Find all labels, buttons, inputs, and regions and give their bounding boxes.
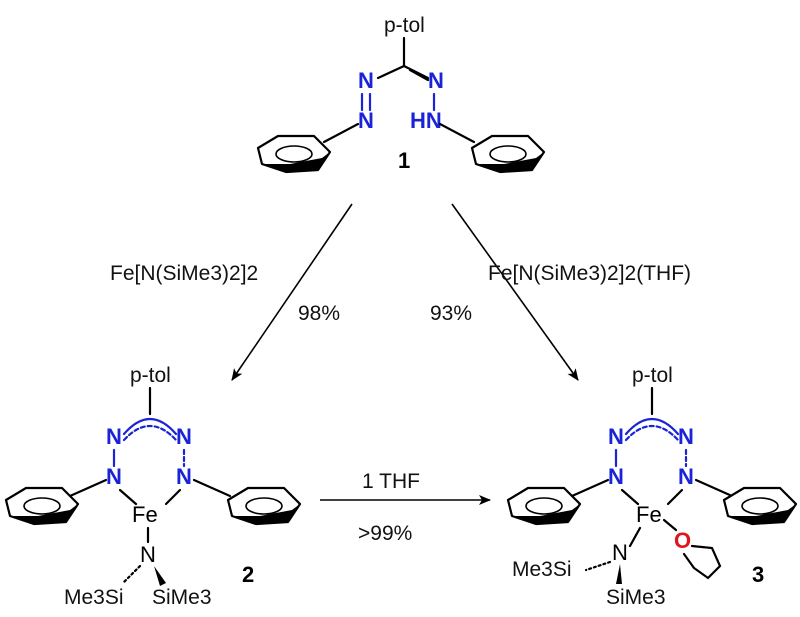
thf-ring xyxy=(682,544,722,580)
n-fe-bond xyxy=(164,488,182,506)
bond xyxy=(192,478,232,498)
bond xyxy=(68,478,108,498)
yield-right: 93% xyxy=(430,302,472,325)
n-fe-bond xyxy=(666,488,684,506)
n-fe-bond xyxy=(620,488,640,506)
yield-bottom: >99% xyxy=(358,522,412,545)
substituent-label: p-tol xyxy=(130,364,171,387)
bond xyxy=(376,64,406,80)
hashed-bond xyxy=(584,560,612,572)
yield-left: 98% xyxy=(298,302,340,325)
reaction-arrow-left xyxy=(231,203,353,381)
amide-nitrogen: N xyxy=(140,542,156,567)
delocalized-bond xyxy=(122,418,178,436)
substituent-label: p-tol xyxy=(384,14,425,37)
reagent-right: Fe[N(SiMe3)2]2(THF) xyxy=(488,262,691,285)
nitrogen-atom: N xyxy=(176,424,192,449)
silyl-group-left: Me3Si xyxy=(64,586,124,609)
nitrogen-atom: N xyxy=(678,464,694,489)
thf-oxygen: O xyxy=(674,528,691,553)
bond xyxy=(438,122,476,144)
fe-n-bond xyxy=(628,526,642,548)
compound-number: 1 xyxy=(398,148,410,173)
phenyl-ring-left xyxy=(506,486,582,526)
phenyl-ring-right xyxy=(226,486,302,526)
bond xyxy=(694,478,734,498)
silyl-group-left: Me3Si xyxy=(512,558,572,581)
nitrogen-atom: N xyxy=(176,464,192,489)
nitrogen-atom: N xyxy=(678,424,694,449)
phenyl-ring-left xyxy=(4,486,80,526)
compound-2: p-tol N N N N Fe N Me3Si SiMe3 2 xyxy=(4,364,302,609)
bond xyxy=(402,64,430,80)
iron-atom: Fe xyxy=(132,502,158,527)
nitrogen-atom: N xyxy=(608,464,624,489)
delocalized-bond xyxy=(122,425,178,442)
compound-3: p-tol N N N N Fe O N Me3Si SiMe3 3 xyxy=(506,364,798,609)
bond xyxy=(570,478,610,498)
reagent-bottom: 1 THF xyxy=(362,470,420,493)
phenyl-ring-left xyxy=(256,134,332,174)
wedge-bond xyxy=(616,564,622,584)
hashed-bond xyxy=(122,564,142,584)
bond xyxy=(408,68,430,82)
compound-1: p-tol N N N HN 1 xyxy=(256,14,546,174)
iron-atom: Fe xyxy=(636,502,662,527)
nitrogen-atom: N xyxy=(358,68,374,93)
reagent-left: Fe[N(SiMe3)2]2 xyxy=(110,262,258,285)
compound-number: 3 xyxy=(752,562,764,587)
bond xyxy=(322,122,360,144)
reaction-arrow-right xyxy=(451,203,579,381)
phenyl-ring-right xyxy=(722,486,798,526)
silyl-group-right: SiMe3 xyxy=(152,586,212,609)
phenyl-ring-right xyxy=(470,134,546,174)
nitrogen-atom: N xyxy=(106,424,122,449)
n-fe-bond xyxy=(118,488,138,506)
nh-atom: HN xyxy=(410,108,442,133)
fe-o-bond xyxy=(662,518,678,532)
delocalized-bond xyxy=(624,425,680,442)
nitrogen-atom: N xyxy=(358,108,374,133)
nitrogen-atom: N xyxy=(106,464,122,489)
nitrogen-atom: N xyxy=(608,424,624,449)
silyl-group-right: SiMe3 xyxy=(606,586,666,609)
compound-number: 2 xyxy=(242,562,254,587)
amide-nitrogen: N xyxy=(612,540,628,565)
delocalized-bond xyxy=(624,418,680,436)
wedge-bond xyxy=(154,566,166,586)
nitrogen-atom: N xyxy=(428,68,444,93)
substituent-label: p-tol xyxy=(632,364,673,387)
